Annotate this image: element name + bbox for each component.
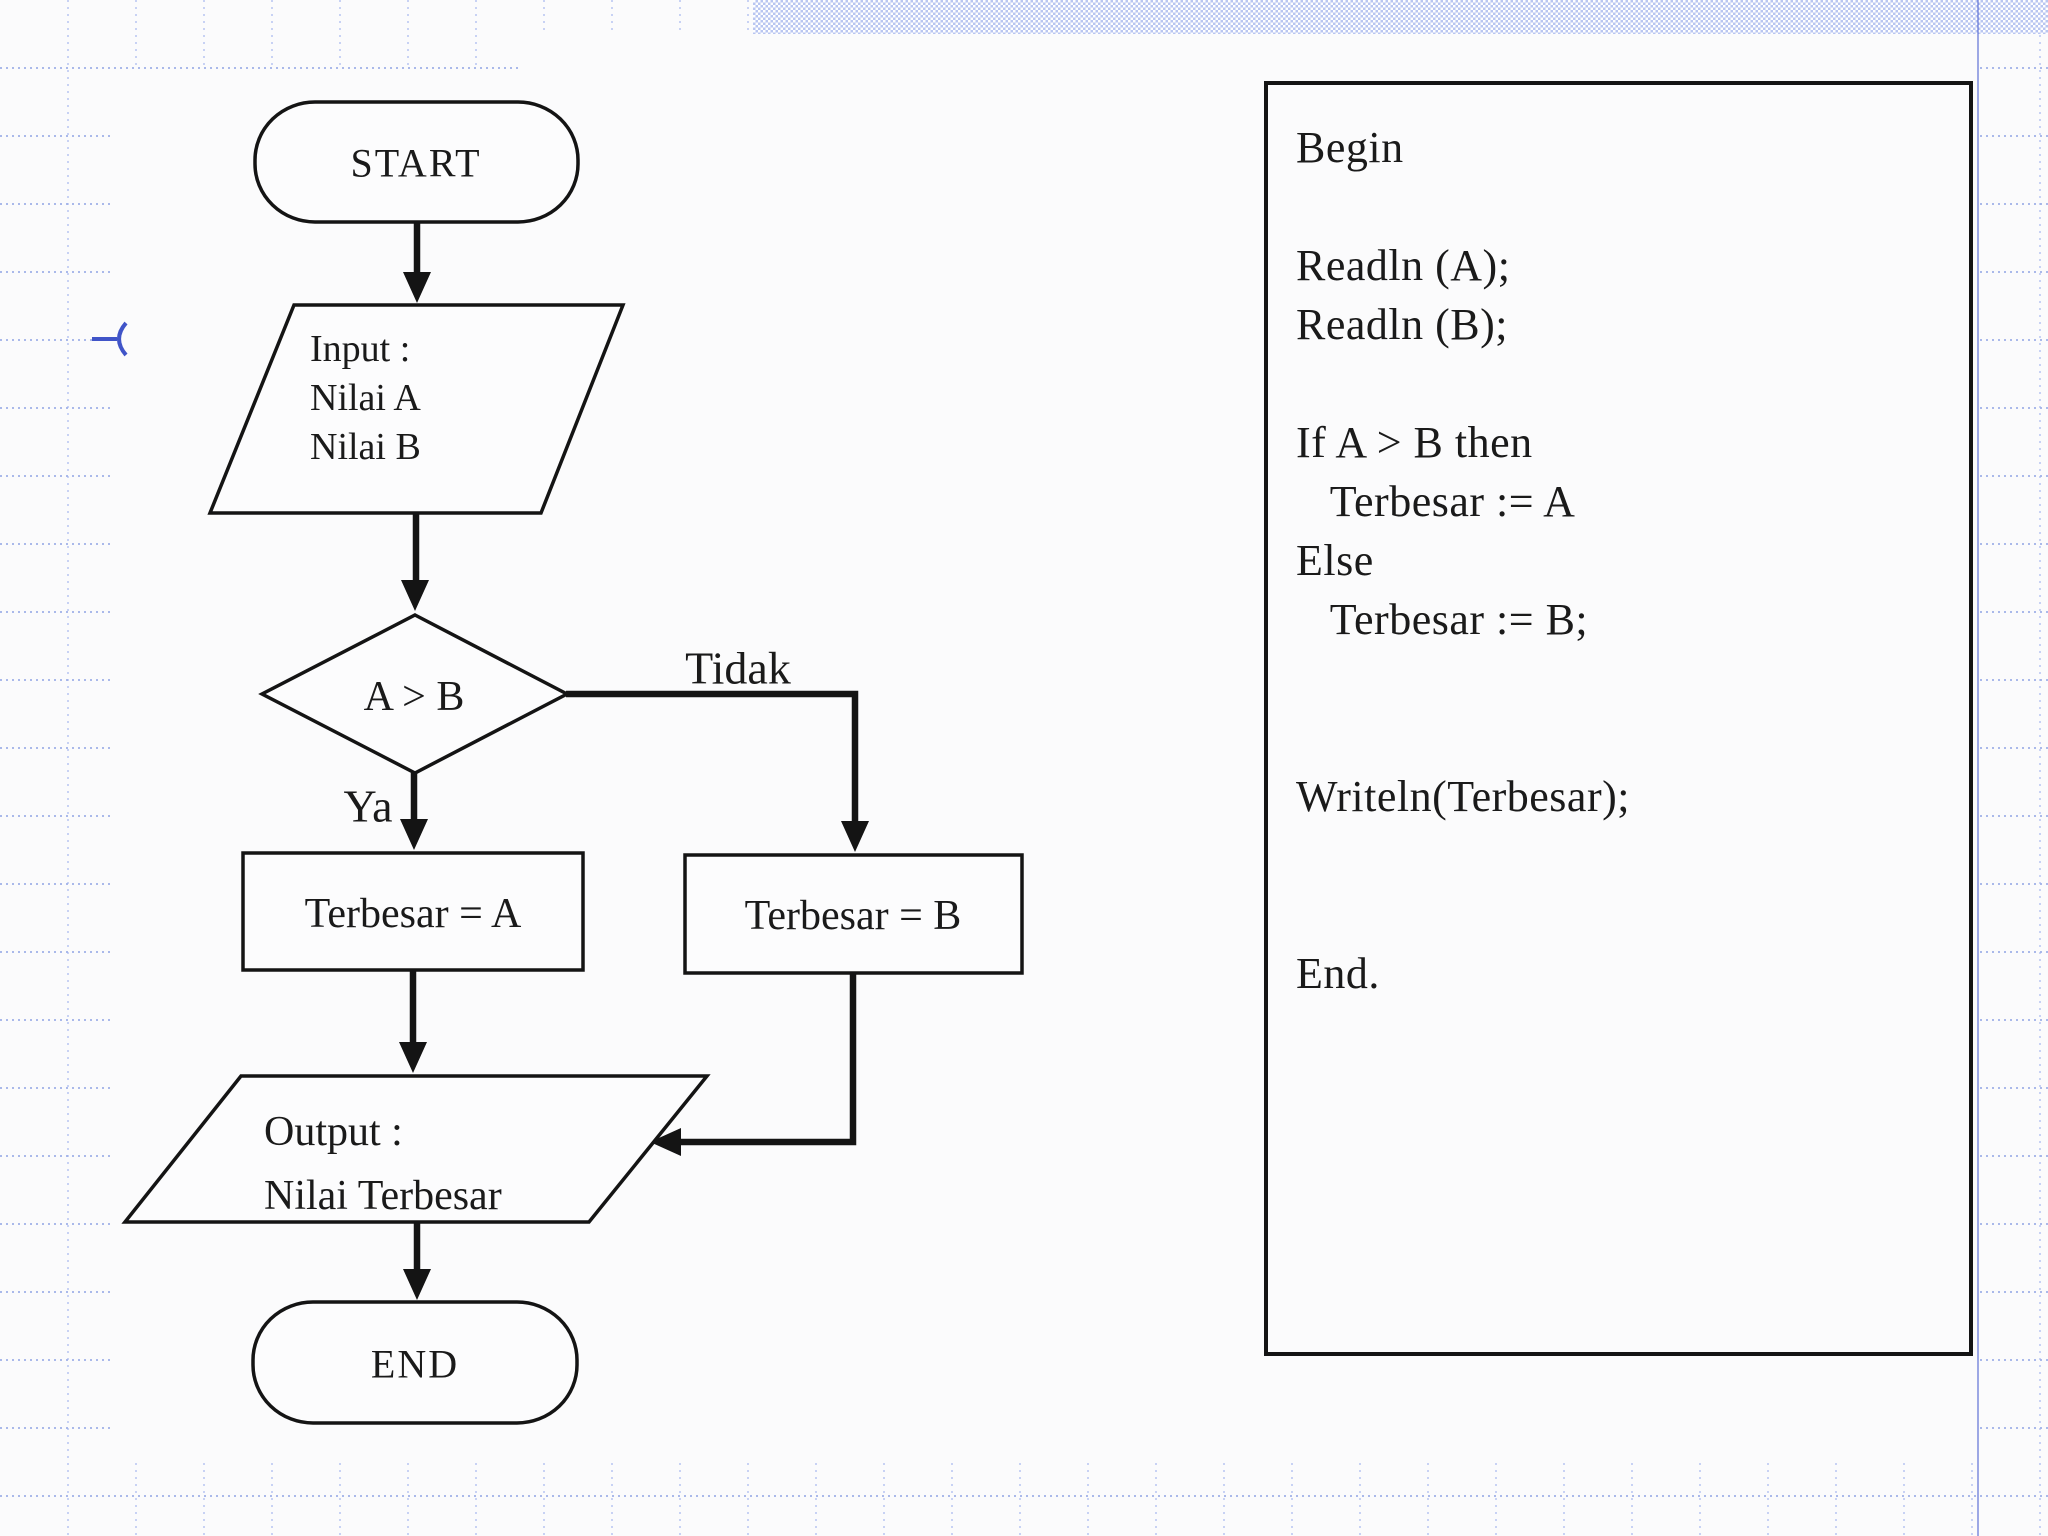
arrowhead-into-output-side [650,1128,681,1156]
process-box-yes [241,851,585,972]
code-line: Begin [1296,123,1404,172]
arrowhead-into-process-no [841,821,869,852]
process-yes-label: Terbesar = A [305,891,522,937]
decision-diamond [258,613,571,775]
arrowhead-into-output [399,1042,427,1073]
arrowhead-into-input [403,272,431,303]
code-line: Terbesar := A [1296,477,1576,526]
output-line-1: Output : [264,1109,403,1155]
process-box-no [683,853,1024,975]
margin-mark-paren [117,321,128,357]
code-panel-border [1264,81,1973,1356]
no-branch-label: Tidak [685,643,791,694]
input-line-1: Input : [310,328,410,370]
code-line [1296,649,1936,708]
start-terminator [253,100,580,224]
code-line: Else [1296,536,1374,585]
code-line [1296,826,1936,885]
document-sheet [520,33,1977,1462]
connector-process-no-to-output [676,973,857,1146]
input-line-2: Nilai A [310,377,421,419]
output-parallelogram [121,1074,711,1224]
connector-decision-no [566,690,859,826]
code-line [1296,708,1936,767]
input-parallelogram [207,303,626,515]
arrowhead-into-decision [401,580,429,611]
arrowhead-into-process-yes [400,819,428,850]
code-line: Writeln(Terbesar); [1296,772,1630,821]
code-line: If A > B then [1296,418,1533,467]
code-line: Readln (B); [1296,300,1509,349]
input-line-3: Nilai B [310,426,421,468]
end-label: END [371,1342,459,1387]
end-terminator [251,1300,579,1425]
code-line [1296,177,1936,236]
code-line [1296,885,1936,944]
code-line: Readln (A); [1296,241,1511,290]
start-label: START [350,141,481,186]
code-line: End. [1296,949,1380,998]
top-selection-band [753,0,2048,34]
decision-label: A > B [364,674,465,720]
code-panel: Begin Readln (A); Readln (B); If A > B t… [1296,118,1936,1003]
document-sheet-left [112,70,524,1462]
arrowhead-into-end [403,1269,431,1300]
page-boundary-line [1977,0,1979,1536]
output-line-2: Nilai Terbesar [264,1173,502,1219]
code-line: Terbesar := B; [1296,595,1589,644]
process-no-label: Terbesar = B [745,893,962,939]
code-line [1296,354,1936,413]
yes-branch-label: Ya [343,781,392,832]
